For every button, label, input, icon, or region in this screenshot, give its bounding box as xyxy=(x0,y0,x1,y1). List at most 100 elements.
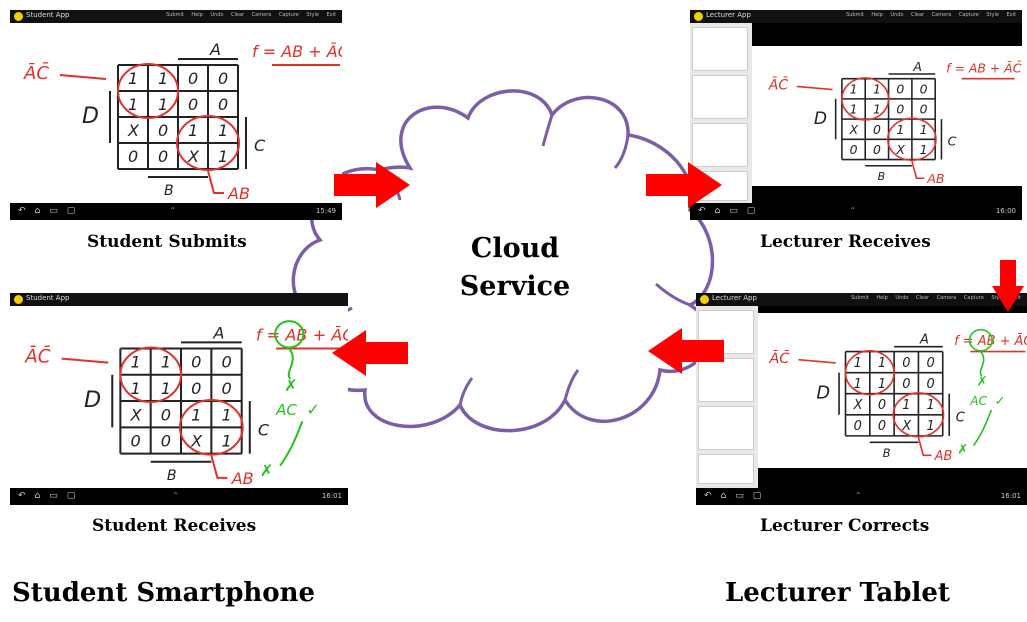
correction-circle xyxy=(968,328,993,352)
chevron-up-icon[interactable]: ⌃ xyxy=(169,206,177,215)
kmap-cell: 0 xyxy=(191,353,201,372)
kmap-var-b: B xyxy=(164,183,174,199)
nav-icons[interactable]: ↶⌂▭▢ xyxy=(698,206,765,216)
kmap-cell: 1 xyxy=(130,353,140,372)
kmap-cell: 0 xyxy=(873,122,881,137)
kmap-var-c: C xyxy=(956,410,965,425)
kmap-formula: f = AB + ĀC̄ xyxy=(954,334,1027,349)
kmap-cell: 0 xyxy=(878,419,886,434)
kmap-cell: 0 xyxy=(188,69,198,88)
kmap-cell: 1 xyxy=(130,379,140,398)
kmap-label-line xyxy=(911,160,925,179)
submission-thumbnail[interactable] xyxy=(698,406,754,450)
kmap-cell: 0 xyxy=(902,377,910,392)
correction-line xyxy=(287,347,294,380)
kmap-cell: 1 xyxy=(161,379,171,398)
chevron-up-icon[interactable]: ⌃ xyxy=(849,206,857,215)
kmap-cell: 0 xyxy=(902,356,910,371)
kmap-var-b: B xyxy=(167,468,177,484)
kmap-group-circle xyxy=(179,399,244,456)
kmap-cell: 1 xyxy=(158,69,168,88)
kmap-cell: 1 xyxy=(218,147,228,166)
kmap-cell: X xyxy=(187,147,200,166)
app-menu[interactable]: Submit Help Undo Clear Camera Capture St… xyxy=(846,12,1016,18)
kmap-var-a: A xyxy=(919,333,929,348)
submission-thumbnail[interactable] xyxy=(692,27,748,71)
kmap-cell: 1 xyxy=(221,432,231,451)
kmap-var-a: A xyxy=(212,323,224,342)
kmap-cell: 1 xyxy=(188,121,198,140)
submission-thumbnail[interactable] xyxy=(698,454,754,484)
app-title-bar: Lecturer App Submit Help Undo Clear Came… xyxy=(690,10,1022,23)
correction-arrow xyxy=(972,409,993,447)
kmap-cell: 0 xyxy=(221,353,231,372)
clock: 16:01 xyxy=(321,492,342,500)
kmap-cell: 0 xyxy=(158,147,168,166)
app-menu[interactable]: Submit Help Undo Clear Camera Capture St… xyxy=(851,295,1021,301)
kmap-cell: 0 xyxy=(873,142,881,157)
kmap-cell: 1 xyxy=(850,102,858,117)
kmap-cell: 0 xyxy=(161,405,171,424)
app-title: Lecturer App xyxy=(712,294,757,302)
nav-icons[interactable]: ↶⌂▭▢ xyxy=(18,206,85,216)
nav-icons[interactable]: ↶⌂▭▢ xyxy=(704,491,771,501)
lecturer-receives-screen: Lecturer App Submit Help Undo Clear Came… xyxy=(690,10,1022,220)
chevron-up-icon[interactable]: ⌃ xyxy=(172,491,179,500)
kmap-var-d: D xyxy=(816,383,830,404)
kmap-cell: 0 xyxy=(188,95,198,114)
kmap-cell: 0 xyxy=(878,398,886,413)
cloud-service-label: Cloud Service xyxy=(415,230,615,306)
kmap-var-d: D xyxy=(82,104,99,129)
kmap-label-line xyxy=(917,437,932,457)
cloud-line2: Service xyxy=(459,271,571,302)
kmap-formula: f = AB + ĀC̄ xyxy=(946,60,1022,75)
cross-icon: ✗ xyxy=(957,443,968,458)
footer-student-smartphone: Student Smartphone xyxy=(12,578,316,608)
kmap-cell: 1 xyxy=(902,398,910,413)
kmap-cell: 1 xyxy=(854,356,862,371)
correction-line xyxy=(979,351,985,377)
kmap-label-ac: ĀC̄ xyxy=(23,62,49,84)
kmap-cell: 1 xyxy=(927,419,935,434)
kmap-cell: 1 xyxy=(161,353,171,372)
submission-thumbnail[interactable] xyxy=(698,358,754,402)
kmap-group-circle xyxy=(844,349,895,396)
arrow-down-icon xyxy=(992,260,1024,312)
kmap-label-line xyxy=(61,357,109,364)
kmap-group-circle xyxy=(887,117,937,162)
kmap-cell: 1 xyxy=(850,81,858,96)
kmap-label-ac: ĀC̄ xyxy=(768,349,790,367)
kmap-group-circle xyxy=(176,115,240,171)
kmap-group-circle xyxy=(119,346,183,404)
kmap-var-a: A xyxy=(209,40,221,59)
kmap-cell: 0 xyxy=(218,69,228,88)
nav-bar: ↶⌂▭▢ ⌃ 16:00 xyxy=(690,203,1022,220)
submission-thumbnail[interactable] xyxy=(692,75,748,119)
chevron-up-icon[interactable]: ⌃ xyxy=(854,491,862,500)
arrow-left-icon xyxy=(648,328,724,374)
kmap-cell: 1 xyxy=(191,405,201,424)
nav-icons[interactable]: ↶⌂▭▢ xyxy=(18,491,85,501)
app-title: Student App xyxy=(26,11,70,19)
app-menu[interactable]: Submit Help Undo Clear Camera Capture St… xyxy=(166,12,336,18)
correction-label: AC xyxy=(969,394,987,408)
submission-thumbnail[interactable] xyxy=(692,123,748,167)
kmap-cell: 0 xyxy=(927,356,935,371)
kmap-cell: 0 xyxy=(927,377,935,392)
kmap-cell: 1 xyxy=(920,142,928,157)
check-icon: ✓ xyxy=(306,400,320,419)
app-logo-icon xyxy=(694,12,703,21)
kmap-label-ac: ĀC̄ xyxy=(768,76,789,94)
kmap-cell: 0 xyxy=(850,142,858,157)
arrow-left-icon xyxy=(332,330,408,376)
kmap-var-b: B xyxy=(878,170,885,183)
app-title: Student App xyxy=(26,294,70,302)
kmap-cell: 1 xyxy=(878,356,886,371)
kmap-cell: 0 xyxy=(218,95,228,114)
